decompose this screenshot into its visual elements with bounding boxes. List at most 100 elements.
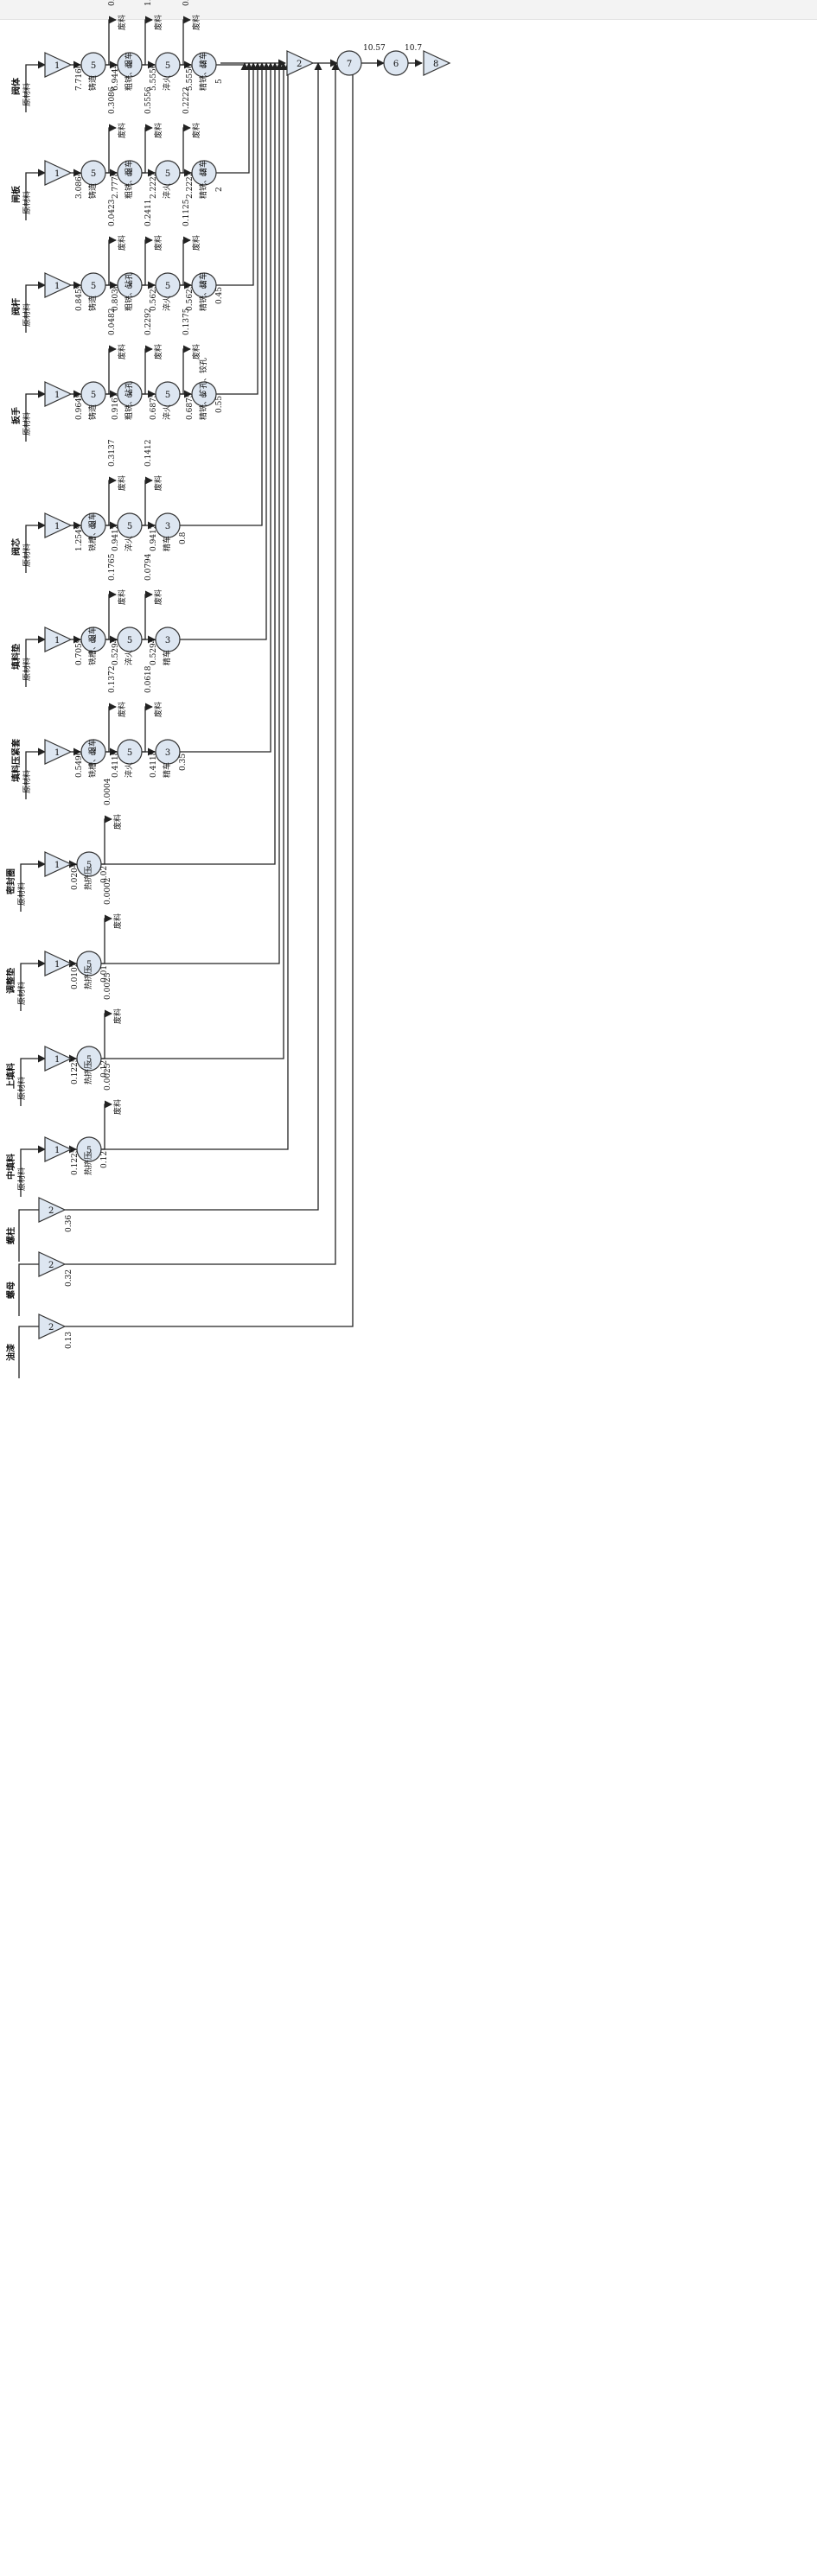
raw-material-label: 原材料 bbox=[16, 1167, 27, 1191]
operation-label: 粗铣、粗车 bbox=[124, 52, 134, 91]
scrap-label: 废料 bbox=[191, 123, 201, 138]
scrap-value: 0.0794 bbox=[144, 553, 153, 581]
process-node-label: 5 bbox=[91, 61, 96, 71]
process-node bbox=[117, 739, 143, 765]
scrap-value: 0.2222 bbox=[182, 87, 191, 115]
storage-triangle-label: 1 bbox=[54, 282, 60, 291]
scrap-value: 0.0618 bbox=[144, 665, 153, 693]
raw-storage-triangle bbox=[44, 951, 73, 976]
raw-storage-triangle bbox=[44, 381, 73, 407]
operation-label: 热挤压 bbox=[83, 1152, 93, 1175]
process-node-label: 5 bbox=[86, 861, 92, 870]
storage-triangle-label: 8 bbox=[433, 60, 438, 69]
flow-value: 0.4118 bbox=[112, 750, 120, 778]
output-line bbox=[101, 68, 289, 1150]
part-name: 阀芯 bbox=[10, 538, 22, 556]
scrap-line bbox=[180, 348, 188, 395]
storage-triangle-label: 1 bbox=[54, 61, 60, 71]
process-node bbox=[76, 1136, 102, 1162]
operation-label: 精铣、精车 bbox=[198, 160, 208, 199]
purchase-value: 0.32 bbox=[65, 1269, 73, 1287]
flow-value: 5.5556 bbox=[150, 63, 158, 91]
part-name: 填料垫 bbox=[10, 644, 22, 670]
process-node-label: 3 bbox=[201, 282, 207, 291]
raw-storage-triangle bbox=[44, 160, 73, 186]
scrap-value: 0.0004 bbox=[104, 778, 112, 805]
storage-triangle-label: 1 bbox=[54, 522, 60, 531]
flow-value: 0.9649 bbox=[75, 392, 84, 420]
scrap-value: 0.0423 bbox=[108, 199, 117, 226]
raw-storage-triangle bbox=[44, 1136, 73, 1162]
storage-triangle-label: 1 bbox=[54, 1055, 60, 1065]
raw-material-label: 原材料 bbox=[16, 982, 27, 1005]
purchase-line bbox=[18, 1263, 39, 1316]
flow-value: 0.6875 bbox=[150, 392, 158, 420]
raw-material-label: 原材料 bbox=[22, 191, 32, 214]
storage-triangle-label: 1 bbox=[54, 169, 60, 179]
scrap-label: 废料 bbox=[112, 814, 123, 830]
scrap-label: 废料 bbox=[117, 475, 127, 491]
process-node bbox=[80, 381, 106, 407]
operation-label: 淬火 bbox=[162, 404, 172, 420]
scrap-value: 0.0002 bbox=[104, 878, 112, 906]
operation-label: 铣槽、粗车 bbox=[87, 627, 98, 665]
raw-material-label: 原材料 bbox=[22, 770, 32, 793]
scrap-label: 废料 bbox=[153, 589, 163, 605]
assembly-value: 10.57 bbox=[363, 44, 386, 53]
raw-storage-triangle bbox=[44, 851, 73, 877]
process-node bbox=[191, 160, 217, 186]
process-node bbox=[80, 627, 106, 652]
process-node-label: 3 bbox=[201, 169, 207, 179]
output-line bbox=[180, 68, 263, 526]
output-line bbox=[101, 68, 276, 865]
operation-label: 精铣、精车 bbox=[198, 272, 208, 311]
flow-value: 0.0204 bbox=[71, 862, 80, 890]
part-name: 阀杆 bbox=[10, 298, 22, 315]
scrap-value: 0.3137 bbox=[108, 439, 117, 467]
operation-label: 精车 bbox=[162, 536, 172, 551]
process-node-label: 5 bbox=[91, 169, 96, 179]
flow-value: 0.7059 bbox=[75, 638, 84, 665]
raw-material-line bbox=[25, 172, 45, 220]
process-node-label: 5 bbox=[127, 748, 132, 758]
scrap-label: 废料 bbox=[153, 235, 163, 251]
output-value: 0.35 bbox=[179, 754, 188, 771]
scrap-label: 废料 bbox=[117, 344, 127, 359]
scrap-value: 0.5556 bbox=[182, 0, 191, 6]
process-node-label: 6 bbox=[393, 60, 399, 69]
storage-triangle-label: 2 bbox=[48, 1261, 54, 1270]
operation-label: 铣槽、粗车 bbox=[87, 512, 98, 551]
final-product-triangle bbox=[423, 50, 451, 76]
scrap-value: 0.2411 bbox=[144, 200, 153, 227]
scrap-value: 0.1125 bbox=[182, 199, 191, 226]
flow-value: 0.0102 bbox=[71, 963, 80, 990]
scrap-label: 废料 bbox=[191, 344, 201, 359]
output-line bbox=[216, 68, 259, 395]
raw-material-line bbox=[20, 963, 40, 1011]
process-node-label: 3 bbox=[165, 522, 170, 531]
raw-material-label: 原材料 bbox=[22, 658, 32, 681]
operation-label: 淬火 bbox=[124, 762, 134, 778]
raw-material-label: 原材料 bbox=[22, 83, 32, 106]
operation-label: 淬火 bbox=[162, 75, 172, 91]
flow-value: 0.6875 bbox=[186, 392, 195, 420]
flow-value: 7.7160 bbox=[75, 63, 84, 91]
scrap-label: 废料 bbox=[112, 913, 123, 929]
raw-storage-triangle bbox=[44, 52, 73, 78]
assembly-storage-triangle bbox=[286, 50, 315, 76]
process-node-label: 5 bbox=[165, 169, 170, 179]
flow-value: 0.9412 bbox=[150, 525, 158, 552]
part-name: 油漆 bbox=[5, 1344, 16, 1361]
raw-material-line bbox=[25, 751, 45, 799]
scrap-line bbox=[142, 706, 150, 753]
operation-label: 精车 bbox=[162, 762, 172, 778]
storage-triangle-label: 2 bbox=[48, 1206, 54, 1216]
flow-value: 3.0864 bbox=[75, 171, 84, 199]
process-node bbox=[76, 1046, 102, 1072]
process-node bbox=[383, 50, 409, 76]
output-line bbox=[216, 68, 254, 286]
storage-triangle-label: 1 bbox=[54, 748, 60, 758]
scrap-value: 1.3889 bbox=[144, 0, 153, 6]
purchase-value: 0.13 bbox=[65, 1332, 73, 1349]
